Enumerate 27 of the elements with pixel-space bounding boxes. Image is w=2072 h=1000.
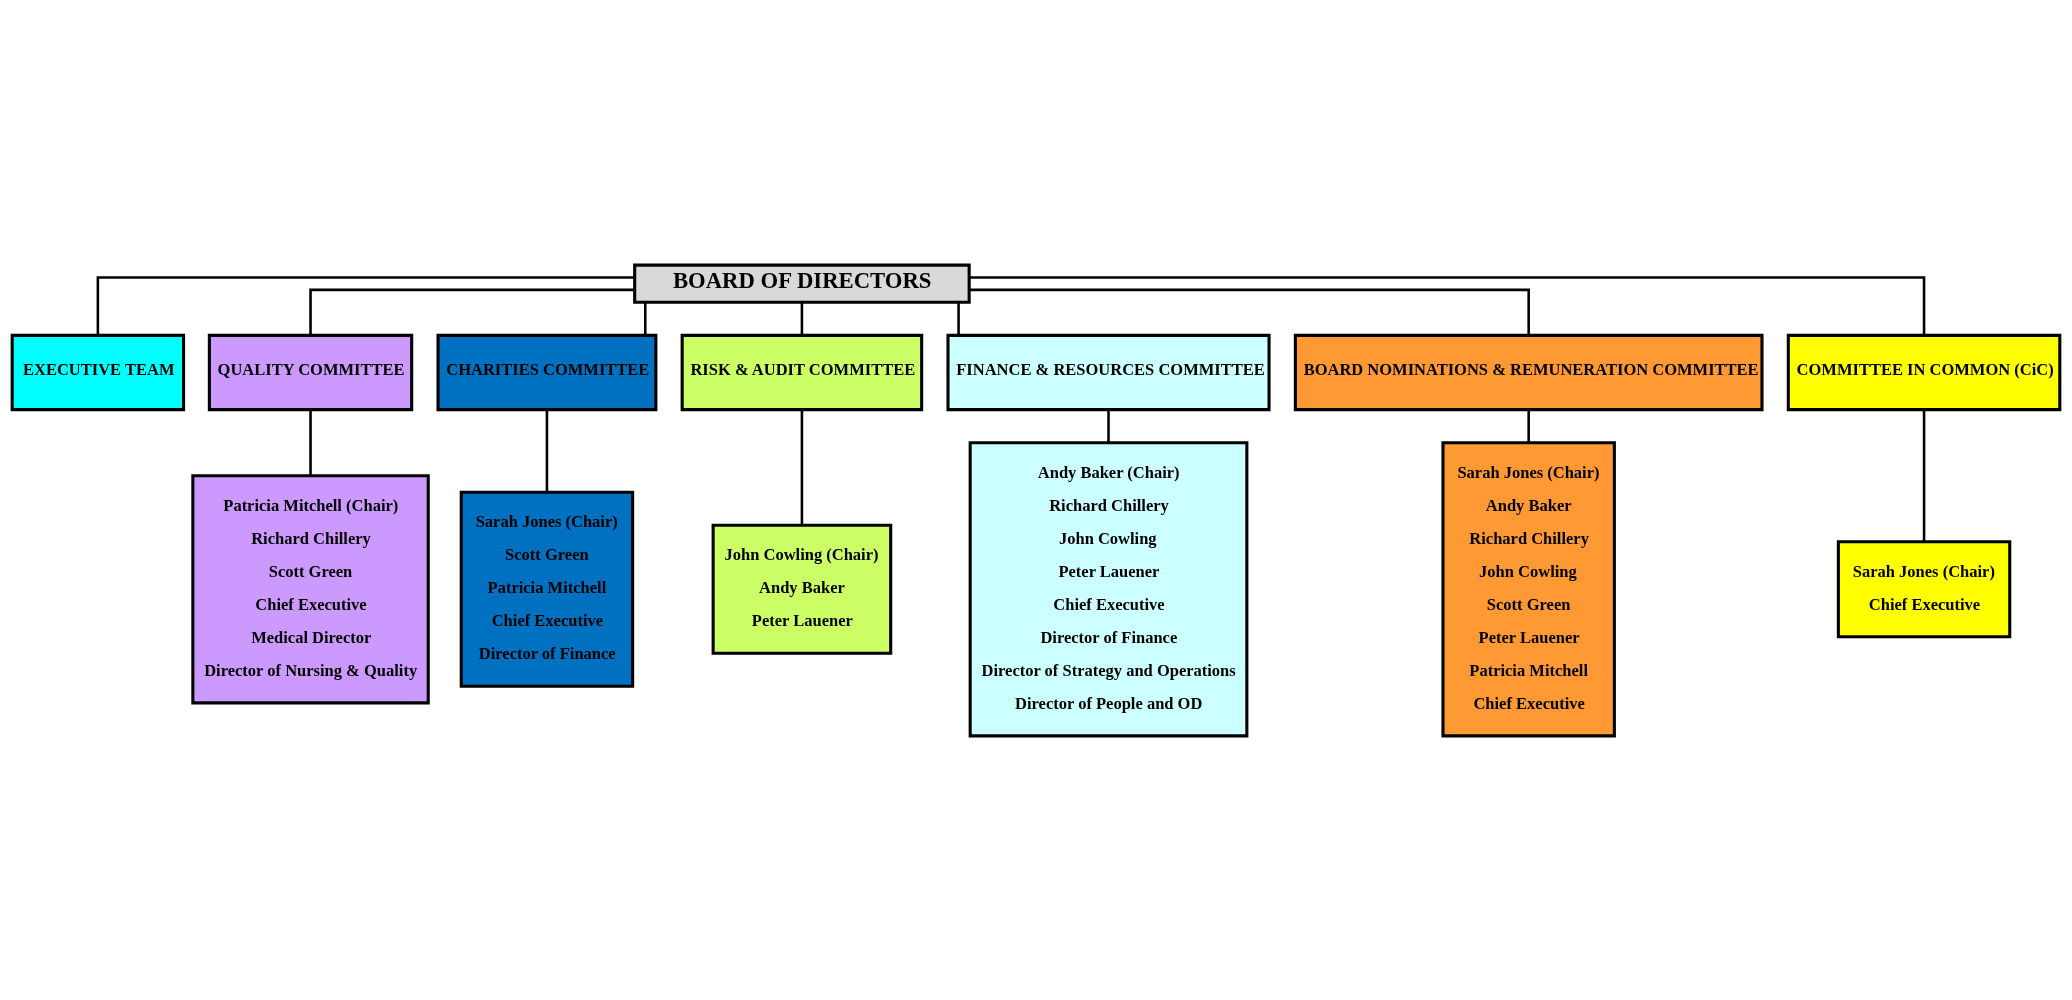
- connector: [309, 409, 312, 476]
- connector: [800, 302, 804, 335]
- connector: [545, 409, 549, 492]
- node-box: EXECUTIVE TEAM: [10, 333, 186, 411]
- node-box: Sarah Jones (Chair) Andy Baker Richard Chillery John Cowling Scott Green Peter Lauener Patricia Mitchell Chief Executive: [1441, 440, 1616, 737]
- connector: [969, 288, 1530, 335]
- connector: [957, 302, 960, 335]
- node-box: Andy Baker (Chair) Richard Chillery John Cowling Peter Lauener Chief Executive Director of Finance Director of Strategy and Operations Director of People and OD: [968, 440, 1249, 737]
- node-box: BOARD OF DIRECTORS: [633, 263, 971, 304]
- node-box: Patricia Mitchell (Chair) Richard Chillery Scott Green Chief Executive Medical Director Director of Nursing & Quality: [191, 473, 430, 704]
- node-box: FINANCE & RESOURCES COMMITTEE: [946, 333, 1271, 411]
- node-box: RISK & AUDIT COMMITTEE: [680, 333, 924, 411]
- node-box: COMMITTEE IN COMMON (CiC): [1786, 333, 2062, 411]
- node-box: QUALITY COMMITTEE: [207, 333, 414, 411]
- connector: [800, 409, 804, 525]
- connector: [1922, 409, 1926, 541]
- node-box: Sarah Jones (Chair) Scott Green Patricia Mitchell Chief Executive Director of Finance: [459, 490, 635, 688]
- connector: [1107, 409, 1110, 443]
- connector: [96, 275, 635, 335]
- connector: [1527, 409, 1530, 443]
- connector: [969, 275, 1926, 335]
- node-box: Sarah Jones (Chair) Chief Executive: [1836, 539, 2012, 638]
- node-box: CHARITIES COMMITTEE: [436, 333, 658, 411]
- node-box: BOARD NOMINATIONS & REMUNERATION COMMITTEE: [1293, 333, 1764, 411]
- connector: [309, 288, 635, 335]
- connector: [643, 302, 647, 335]
- node-box: John Cowling (Chair) Andy Baker Peter Lauener: [711, 523, 893, 655]
